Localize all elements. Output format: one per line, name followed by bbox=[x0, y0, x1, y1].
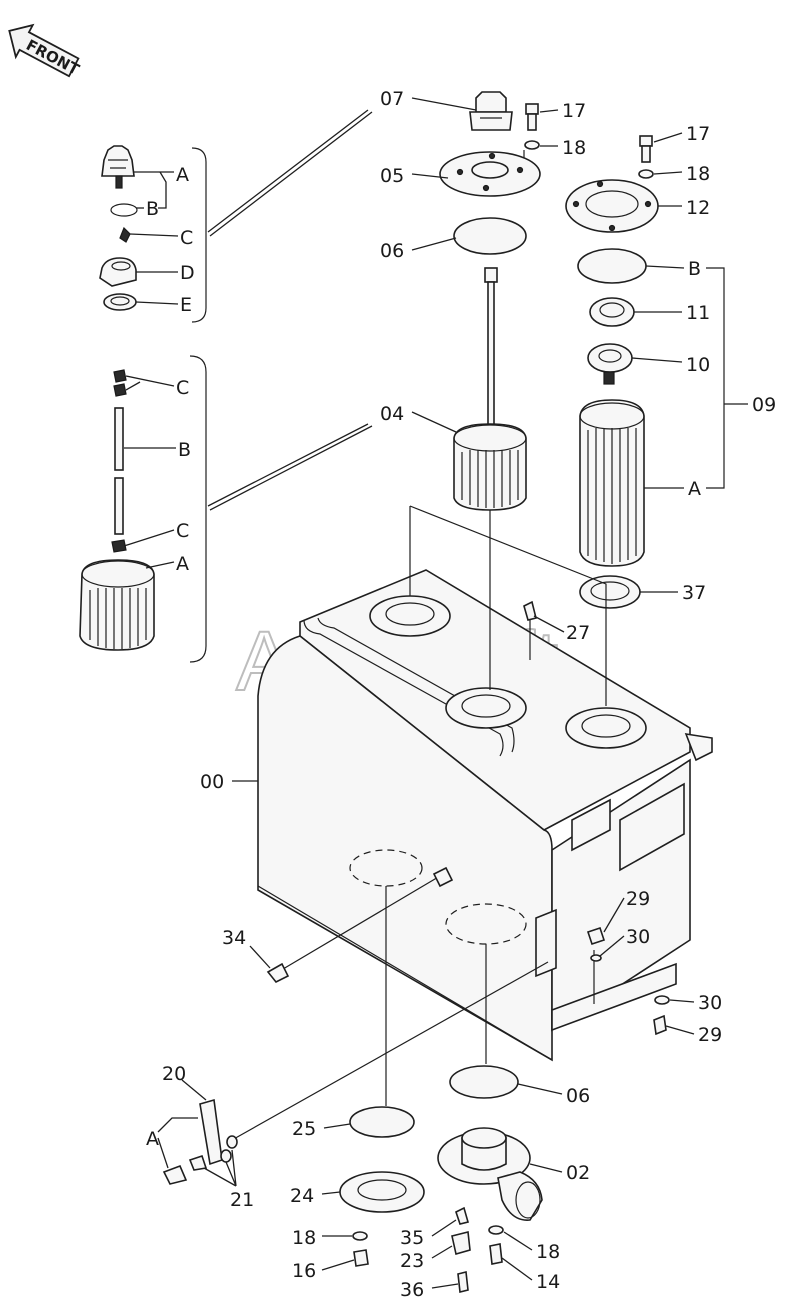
part-12-cover bbox=[565, 179, 659, 233]
part-27-plug bbox=[523, 600, 537, 660]
callout-c21: 21 bbox=[230, 1189, 254, 1211]
callout-c30a: 30 bbox=[626, 926, 650, 948]
callout-c24: 24 bbox=[290, 1185, 314, 1207]
assembly-lines bbox=[231, 505, 607, 1141]
callout-c10: 10 bbox=[686, 354, 710, 376]
part-04-strainer bbox=[453, 267, 527, 511]
callout-cA3: A bbox=[146, 1128, 159, 1150]
callout-c06a: 06 bbox=[380, 240, 404, 262]
part-14-bolt bbox=[489, 1243, 503, 1265]
part-B-gasket bbox=[577, 248, 647, 284]
callout-cC2: C bbox=[176, 377, 189, 399]
part-37-seal-ring bbox=[579, 575, 641, 609]
callout-c17a: 17 bbox=[562, 100, 586, 122]
bracket-filter-group bbox=[706, 267, 748, 489]
part-00-tank bbox=[257, 569, 713, 1062]
callout-c29a: 29 bbox=[626, 888, 650, 910]
callout-c04: 04 bbox=[380, 403, 404, 425]
callout-c29b: 29 bbox=[698, 1024, 722, 1046]
leader-C3 bbox=[123, 529, 175, 547]
part-29-bolt-lower bbox=[653, 1014, 667, 1036]
callout-cA2: A bbox=[176, 553, 189, 575]
callout-c00: 00 bbox=[200, 771, 224, 793]
bracket-strainer-group bbox=[189, 355, 207, 663]
callout-c27: 27 bbox=[566, 622, 590, 644]
part-02-suction-flange bbox=[437, 1127, 543, 1221]
callout-c18d: 18 bbox=[536, 1241, 560, 1263]
callout-leaders bbox=[157, 97, 695, 1289]
callout-c14: 14 bbox=[536, 1271, 560, 1293]
part-29-bolt-upper bbox=[586, 926, 606, 962]
part-06-gasket-bottom bbox=[449, 1065, 519, 1099]
part-18-washer-d bbox=[488, 1225, 504, 1235]
part-17-bolt-b bbox=[639, 135, 653, 163]
callout-c07: 07 bbox=[380, 88, 404, 110]
part-24-flange bbox=[339, 1171, 425, 1213]
leader-07-group bbox=[207, 109, 373, 237]
callout-cC1: C bbox=[180, 227, 193, 249]
callout-c16: 16 bbox=[292, 1260, 316, 1282]
callout-c18c: 18 bbox=[292, 1227, 316, 1249]
callout-cE1: E bbox=[180, 294, 192, 316]
callout-cAr: A bbox=[688, 478, 701, 500]
callout-cA1: A bbox=[176, 164, 189, 186]
callout-c20: 20 bbox=[162, 1063, 186, 1085]
part-34-screw bbox=[266, 962, 290, 984]
part-18-washer-b bbox=[638, 169, 654, 179]
leader-C1 bbox=[129, 233, 179, 237]
callout-c35: 35 bbox=[400, 1227, 424, 1249]
callout-c11: 11 bbox=[686, 302, 710, 324]
part-25-gasket bbox=[349, 1106, 415, 1138]
part-18-washer-a bbox=[524, 140, 540, 150]
part-05-cover bbox=[439, 151, 541, 197]
part-10-valve bbox=[587, 343, 633, 385]
callout-labels: 0717181718051206B11100904A37270029303430… bbox=[146, 88, 776, 1301]
callout-c17b: 17 bbox=[686, 123, 710, 145]
part-07-cap bbox=[469, 91, 513, 131]
callout-c05: 05 bbox=[380, 165, 404, 187]
bracket-breather-group bbox=[191, 147, 207, 323]
callout-cB1: B bbox=[146, 198, 159, 220]
callout-c30b: 30 bbox=[698, 992, 722, 1014]
strainer-assembly-detail bbox=[79, 369, 155, 651]
callout-c23: 23 bbox=[400, 1250, 424, 1272]
part-11-ring bbox=[589, 297, 635, 327]
part-23-elbow bbox=[451, 1231, 471, 1256]
callout-cD1: D bbox=[180, 262, 195, 284]
part-18-washer-c bbox=[352, 1231, 368, 1241]
callout-c37: 37 bbox=[682, 582, 706, 604]
part-20-clamp bbox=[162, 1098, 238, 1185]
leader-04-group bbox=[207, 423, 373, 511]
part-30-washer-right bbox=[654, 995, 670, 1005]
part-36-nipple bbox=[457, 1271, 469, 1293]
callout-cBr: B bbox=[688, 258, 701, 280]
part-17-bolt-a bbox=[525, 103, 539, 131]
callout-c12: 12 bbox=[686, 197, 710, 219]
part-16-bolt bbox=[353, 1249, 369, 1267]
part-35-fitting bbox=[455, 1206, 469, 1225]
leader-E1 bbox=[135, 301, 179, 305]
callout-c18b: 18 bbox=[686, 163, 710, 185]
callout-c02: 02 bbox=[566, 1162, 590, 1184]
front-direction-arrow: FRONT bbox=[8, 23, 83, 79]
callout-c34: 34 bbox=[222, 927, 246, 949]
callout-cC3: C bbox=[176, 520, 189, 542]
leader-AB1 bbox=[158, 171, 167, 209]
leader-A2 bbox=[145, 561, 175, 569]
plug-small bbox=[432, 866, 454, 888]
leader-C2 bbox=[125, 375, 175, 391]
callout-c36: 36 bbox=[400, 1279, 424, 1301]
callout-cB2: B bbox=[178, 439, 191, 461]
part-A-filter-element bbox=[579, 399, 645, 567]
callout-c06b: 06 bbox=[566, 1085, 590, 1107]
breather-cap-assembly bbox=[99, 145, 138, 311]
part-06-gasket-top bbox=[453, 217, 527, 255]
callout-c18a: 18 bbox=[562, 137, 586, 159]
callout-c09: 09 bbox=[752, 394, 776, 416]
callout-c25: 25 bbox=[292, 1118, 316, 1140]
